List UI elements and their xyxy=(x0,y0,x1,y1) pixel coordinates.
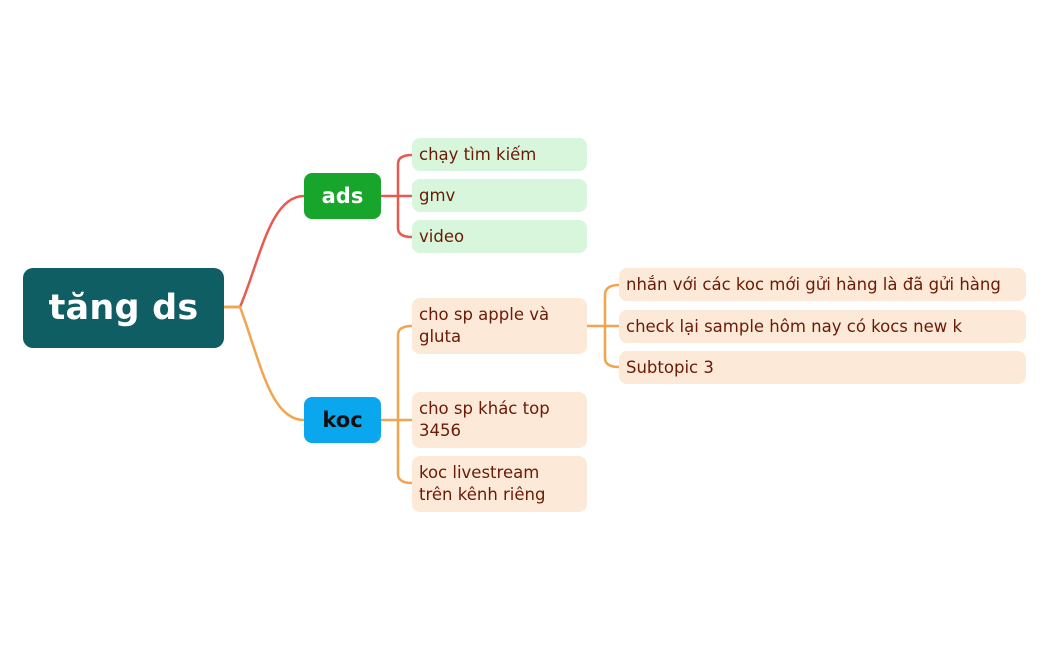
subtopic-check-lai-sample[interactable]: check lại sample hôm nay có kocs new k xyxy=(619,310,1026,343)
subtopic-label: nhắn với các koc mới gửi hàng là đã gửi … xyxy=(626,274,1001,294)
subtopic-video[interactable]: video xyxy=(412,220,587,253)
subtopic-3[interactable]: Subtopic 3 xyxy=(619,351,1026,384)
link-apple-children xyxy=(587,283,620,369)
root-topic-label: tăng ds xyxy=(48,288,199,328)
link-ads-children xyxy=(381,153,413,239)
link-root-ads xyxy=(224,194,305,309)
subtopic-label: video xyxy=(419,226,465,246)
subtopic-label: Subtopic 3 xyxy=(626,357,714,377)
subtopic-label: gmv xyxy=(419,185,456,205)
subtopic-cho-sp-apple[interactable]: cho sp apple và gluta xyxy=(412,298,587,354)
subtopic-label: chạy tìm kiếm xyxy=(419,144,537,164)
root-topic[interactable]: tăng ds xyxy=(23,268,224,348)
branch-koc[interactable]: koc xyxy=(304,397,381,443)
subtopic-cho-sp-khac[interactable]: cho sp khác top 3456 xyxy=(412,392,587,448)
subtopic-chay-tim-kiem[interactable]: chạy tìm kiếm xyxy=(412,138,587,171)
subtopic-label: cho sp khác top 3456 xyxy=(419,399,550,440)
subtopic-nhan-voi-koc[interactable]: nhắn với các koc mới gửi hàng là đã gửi … xyxy=(619,268,1026,301)
subtopic-label: koc livestream trên kênh riêng xyxy=(419,463,546,504)
link-root-koc xyxy=(224,305,305,422)
subtopic-label: check lại sample hôm nay có kocs new k xyxy=(626,316,963,336)
link-koc-children xyxy=(381,324,413,485)
branch-ads[interactable]: ads xyxy=(304,173,381,219)
subtopic-label: cho sp apple và gluta xyxy=(419,305,550,346)
subtopic-koc-livestream[interactable]: koc livestream trên kênh riêng xyxy=(412,456,587,512)
branch-koc-label: koc xyxy=(322,408,363,432)
subtopic-gmv[interactable]: gmv xyxy=(412,179,587,212)
branch-ads-label: ads xyxy=(321,184,364,208)
